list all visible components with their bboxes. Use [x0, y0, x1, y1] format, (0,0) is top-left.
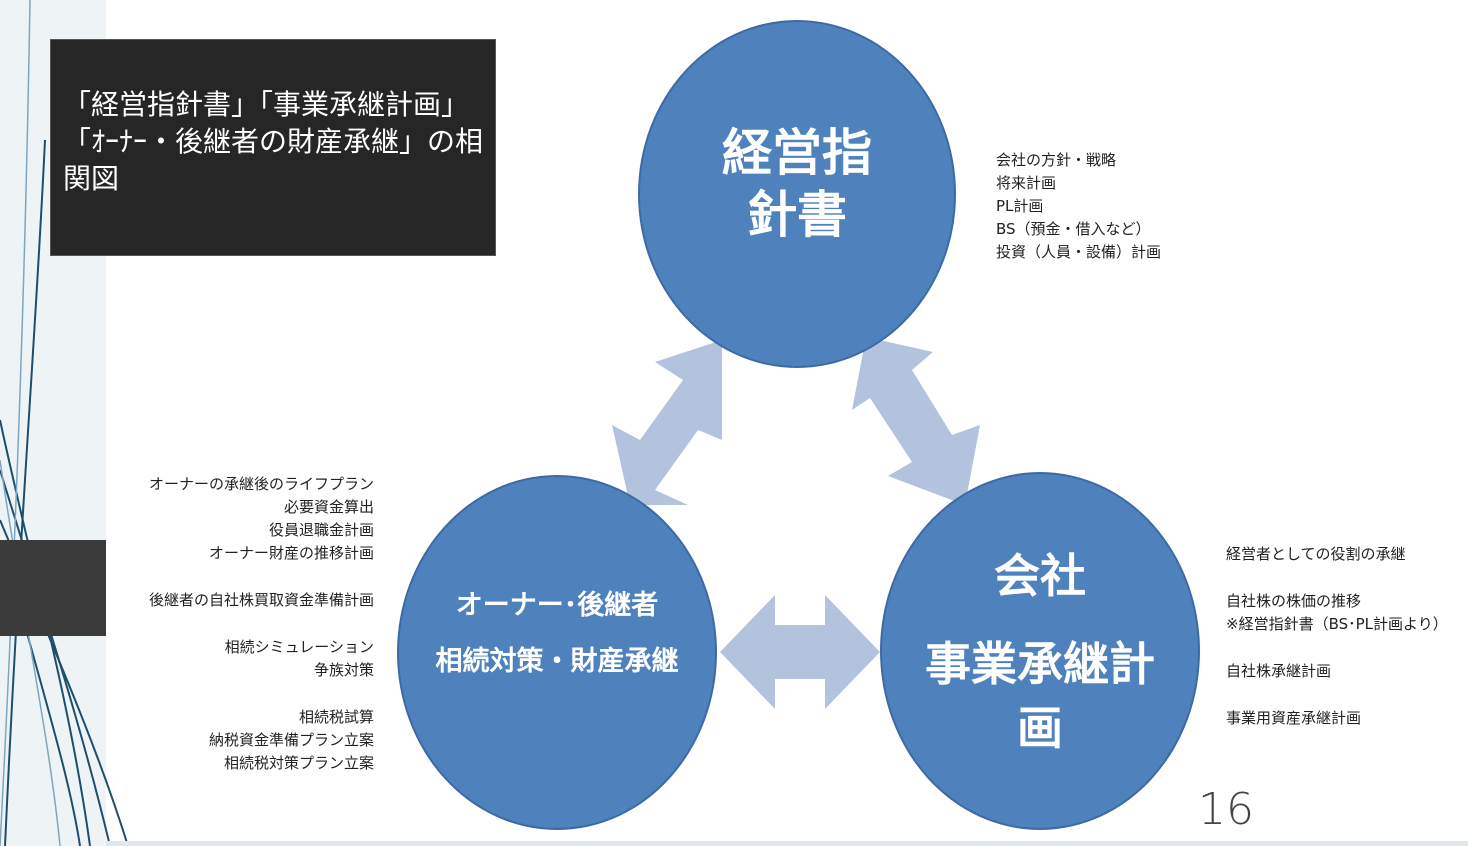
note-item: BS（預金・借入など）: [996, 220, 1151, 238]
note-item: オーナーの承継後のライフプラン: [148, 475, 374, 493]
left-dark-block: [0, 540, 106, 636]
circle-top-line2: 針書: [747, 186, 847, 244]
bottom-accent-line: [106, 841, 1468, 846]
note-item: PL計画: [996, 197, 1044, 215]
note-item: 必要資金算出: [283, 498, 374, 516]
circle-management-guideline: 経営指 針書: [638, 20, 956, 368]
note-item: 相続税対策プラン立案: [223, 754, 374, 772]
note-item: 自社株承継計画: [1226, 662, 1332, 680]
note-item: 会社の方針・戦略: [996, 151, 1117, 169]
circle-company-succession-plan: 会社 事業承継計画: [880, 472, 1200, 830]
note-item: 納税資金準備プラン立案: [208, 731, 374, 749]
circle-owner-successor: オーナー･後継者 相続対策・財産承継: [397, 475, 717, 830]
note-item: 相続シミュレーション: [224, 638, 374, 656]
circle-top-line1: 経営指: [722, 124, 872, 182]
circle-left-line2: 相続対策・財産承継: [435, 646, 679, 677]
arrow-top-left: [612, 340, 722, 505]
note-item: 自社株の株価の推移: [1226, 592, 1362, 610]
note-item: 後継者の自社株買取資金準備計画: [148, 591, 374, 609]
notes-management-guideline: 会社の方針・戦略 将来計画 PL計画 BS（預金・借入など） 投資（人員・設備）…: [996, 149, 1161, 264]
note-item: 投資（人員・設備）計画: [996, 243, 1162, 261]
note-item: 経営者としての役割の承継: [1226, 545, 1406, 563]
note-item: ※経営指針書（BS･PL計画より）: [1226, 615, 1448, 633]
note-item: オーナー財産の推移計画: [208, 544, 374, 562]
note-item: 相続税試算: [298, 708, 374, 726]
circle-right-line1: 会社: [994, 549, 1086, 603]
note-item: 役員退職金計画: [268, 521, 374, 539]
arrow-left-right: [720, 595, 880, 709]
note-item: 事業用資産承継計画: [1226, 709, 1362, 727]
slide-title: 「経営指針書」「事業承継計画」「ｵｰﾅｰ・後継者の財産承継」の相関図: [50, 39, 496, 256]
note-item: 将来計画: [996, 174, 1057, 192]
circle-left-line1: オーナー･後継者: [455, 590, 659, 621]
notes-owner-successor: オーナーの承継後のライフプラン 必要資金算出 役員退職金計画 オーナー財産の推移…: [149, 473, 374, 775]
notes-company-succession: 経営者としての役割の承継 自社株の株価の推移 ※経営指針書（BS･PL計画より）…: [1226, 543, 1448, 730]
circle-right-line2: 事業承継計画: [925, 637, 1155, 755]
arrow-top-right: [852, 337, 980, 505]
note-item: 争族対策: [313, 661, 374, 679]
page-number: 16: [1198, 784, 1254, 835]
